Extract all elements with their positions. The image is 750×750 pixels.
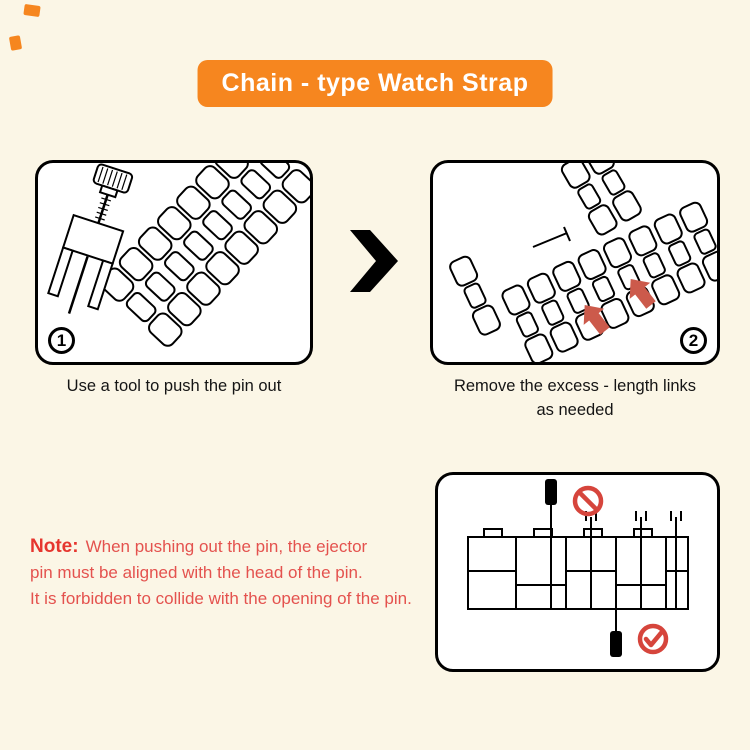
step1-caption: Use a tool to push the pin out: [66, 377, 282, 395]
removed-links: [558, 163, 644, 238]
pin-push-illustration: [47, 163, 310, 350]
ejector-pins: [550, 505, 682, 609]
check-icon: [637, 623, 669, 655]
note-line-1: When pushing out the pin, the ejector: [85, 537, 368, 556]
step2-panel: 2: [430, 160, 720, 365]
step1-number: 1: [48, 327, 75, 354]
note-text: Note: When pushing out the pin, the eject…: [30, 534, 450, 612]
page-title: Chain - type Watch Strap: [197, 60, 553, 107]
note-line-3: It is forbidden to collide with the open…: [30, 589, 412, 608]
step2-caption: Remove the excess - length links as need…: [453, 377, 697, 419]
strap-cross-section: [467, 528, 689, 610]
note-label: Note:: [30, 536, 79, 557]
watch-strap: [96, 163, 310, 350]
note-line-2: pin must be aligned with the head of the…: [30, 563, 363, 582]
link-removal-illustration: [447, 163, 717, 362]
pin-alignment-panel: [435, 472, 720, 672]
red-arrow-icon: [629, 278, 656, 309]
ejector-tool-top: [545, 479, 557, 505]
pin-alignment-illustration: [467, 479, 689, 657]
step2-number: 2: [680, 327, 707, 354]
page-title-text: Chain - type Watch Strap: [221, 69, 529, 97]
pin-removal-tool: [47, 163, 134, 314]
decorative-mark: [8, 35, 23, 51]
red-arrow-icon: [583, 304, 610, 335]
chevron-right-icon: [350, 230, 398, 292]
ejector-tool-bottom: [610, 631, 622, 657]
prohibition-icon: [572, 485, 604, 517]
single-link: [447, 253, 503, 338]
loose-pin: [532, 226, 571, 248]
decorative-mark: [23, 3, 41, 18]
step1-panel: 1: [35, 160, 313, 365]
